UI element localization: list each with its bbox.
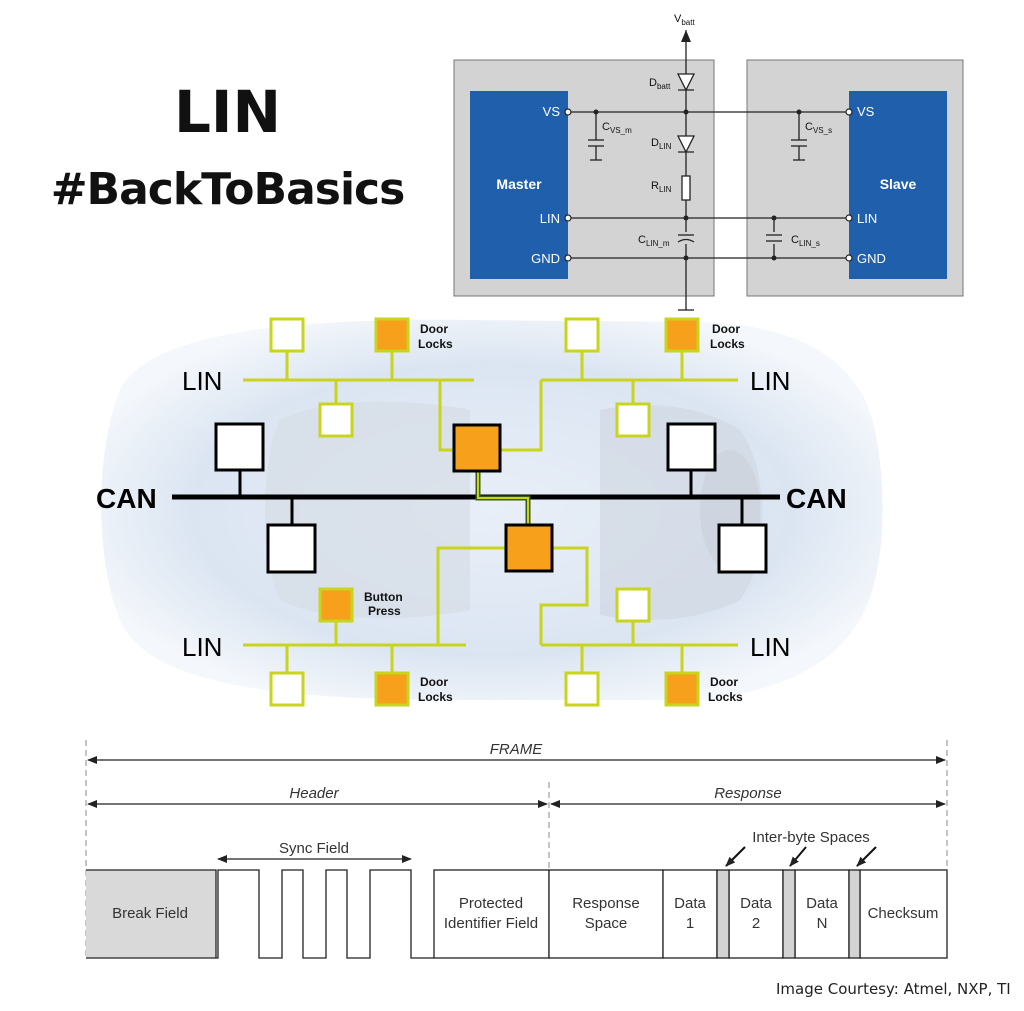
master-label: Master <box>496 176 542 192</box>
pin-terminals <box>564 108 853 262</box>
master-pin-vs: VS <box>543 104 561 119</box>
lin-label-bottom-left: LIN <box>182 632 222 662</box>
cvs-s-label: CVS_s <box>805 121 832 135</box>
cvs-m-label: CVS_m <box>602 121 632 135</box>
rlin-label: RLIN <box>651 180 672 194</box>
slave-label: Slave <box>880 176 917 192</box>
dbatt-diode-icon <box>676 73 696 92</box>
clin-s-capacitor-icon <box>764 232 784 244</box>
image-credit: Image Courtesy: Atmel, NXP, TI <box>776 980 1011 998</box>
slave-pin-vs: VS <box>857 104 875 119</box>
junction-dots <box>593 109 802 261</box>
lin-label-top-right: LIN <box>750 366 790 396</box>
clin-m-capacitor-icon <box>676 232 696 244</box>
break-field-block <box>86 870 216 958</box>
inter-byte-space-blocks <box>716 869 861 959</box>
clin-s-label: CLIN_s <box>791 234 820 248</box>
slave-pin-lin: LIN <box>857 211 877 226</box>
lin-label-bottom-right: LIN <box>750 632 790 662</box>
lin-slave-nodes-active <box>318 317 700 707</box>
checksum-label: Checksum <box>868 905 939 922</box>
hashtag-subtitle: #BackToBasics <box>50 164 406 215</box>
vbatt-arrow-icon <box>681 30 691 42</box>
vbatt-label: Vbatt <box>674 13 695 27</box>
dlin-diode-icon <box>676 135 696 154</box>
frame-label: FRAME <box>490 741 543 758</box>
gateway-nodes <box>452 423 554 573</box>
inter-byte-pointer-arrows <box>725 846 877 867</box>
lin-bus-lines <box>243 350 738 673</box>
master-pin-lin: LIN <box>540 211 560 226</box>
inter-byte-spaces-label: Inter-byte Spaces <box>752 829 870 846</box>
response-label: Response <box>714 785 782 802</box>
sync-field-label: Sync Field <box>279 840 349 857</box>
page-title: LIN <box>173 78 282 146</box>
sync-field-waveform <box>86 869 434 959</box>
header-label: Header <box>289 785 339 802</box>
schematic-wires <box>568 30 849 311</box>
lin-transceiver-schematic: Master Slave VS LIN GND VS LIN GND <box>453 13 964 311</box>
break-field-label: Break Field <box>112 905 188 922</box>
slave-pin-gnd: GND <box>857 251 886 266</box>
can-node-stubs <box>238 470 744 525</box>
rlin-resistor-icon <box>681 175 691 201</box>
master-pin-gnd: GND <box>531 251 560 266</box>
lin-label-top-left: LIN <box>182 366 222 396</box>
lin-frame-diagram: FRAME Header Response Sync Field Inter-b… <box>85 740 948 959</box>
clin-m-label: CLIN_m <box>638 234 670 248</box>
can-nodes <box>214 422 768 574</box>
can-label-left: CAN <box>96 483 157 514</box>
can-label-right: CAN <box>786 483 847 514</box>
dlin-label: DLIN <box>651 137 672 151</box>
master-block <box>470 91 568 279</box>
frame-byte-fields <box>433 869 948 959</box>
lin-slave-nodes-empty <box>269 317 651 707</box>
slave-block <box>849 91 947 279</box>
dbatt-label: Dbatt <box>649 77 671 91</box>
